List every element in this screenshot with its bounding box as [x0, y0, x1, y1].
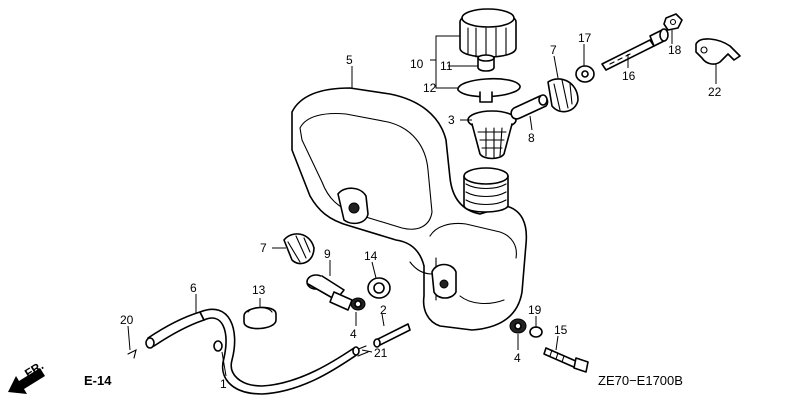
filter-cap-part [477, 54, 495, 72]
callout-11: 11 [440, 59, 453, 73]
grommet [367, 277, 391, 299]
callout-15: 15 [554, 323, 568, 337]
callout-5: 5 [346, 53, 353, 67]
callout-10: 10 [410, 57, 424, 71]
front-direction-arrow: FR. [8, 358, 46, 394]
fuel-lever [695, 38, 741, 65]
callout-22: 22 [708, 85, 722, 99]
callout-9: 9 [324, 247, 331, 261]
callout-14: 14 [364, 249, 378, 263]
fuel-strainer [467, 110, 517, 160]
washer [575, 65, 595, 83]
nut-small [663, 13, 683, 31]
flange-bolt [543, 347, 589, 373]
callout-4-left: 4 [350, 327, 357, 341]
callout-19: 19 [528, 303, 542, 317]
collar-left [350, 297, 366, 311]
fuel-nut-upper [547, 78, 579, 113]
callout-3: 3 [448, 113, 455, 127]
fuel-tube-long [199, 308, 360, 395]
hose-clamp [243, 306, 277, 330]
fuel-cock-bolt [601, 28, 669, 71]
callout-18: 18 [668, 43, 682, 57]
callout-7-lower: 7 [260, 241, 267, 255]
callout-6: 6 [190, 281, 197, 295]
cap-gasket [457, 77, 521, 103]
callout-17: 17 [578, 31, 592, 45]
callout-13: 13 [252, 283, 266, 297]
leader-lines [127, 30, 717, 377]
callout-4-right: 4 [514, 351, 521, 365]
callout-21: 21 [374, 346, 388, 360]
tube-clip [127, 348, 137, 359]
callout-12: 12 [423, 81, 437, 95]
callout-8: 8 [528, 131, 535, 145]
fuel-tank [291, 87, 528, 331]
washer-small [529, 326, 543, 338]
callout-16: 16 [622, 69, 636, 83]
callouts: 5 10 11 12 3 8 7 17 16 18 22 7 9 14 13 6… [120, 31, 722, 391]
collar-right [509, 318, 527, 334]
fuel-cap [459, 8, 517, 59]
fuel-tube [145, 311, 205, 349]
callout-7-upper: 7 [550, 43, 557, 57]
bolt-small [373, 323, 411, 348]
fuel-nut-lower [283, 233, 315, 265]
fuel-joint [306, 274, 353, 311]
reference-page-label: E-14 [84, 373, 112, 388]
callout-2: 2 [380, 303, 387, 317]
callout-1: 1 [220, 377, 227, 391]
sleeve [510, 94, 549, 120]
callout-20: 20 [120, 313, 134, 327]
diagram-code: ZE70−E1700B [598, 373, 683, 388]
